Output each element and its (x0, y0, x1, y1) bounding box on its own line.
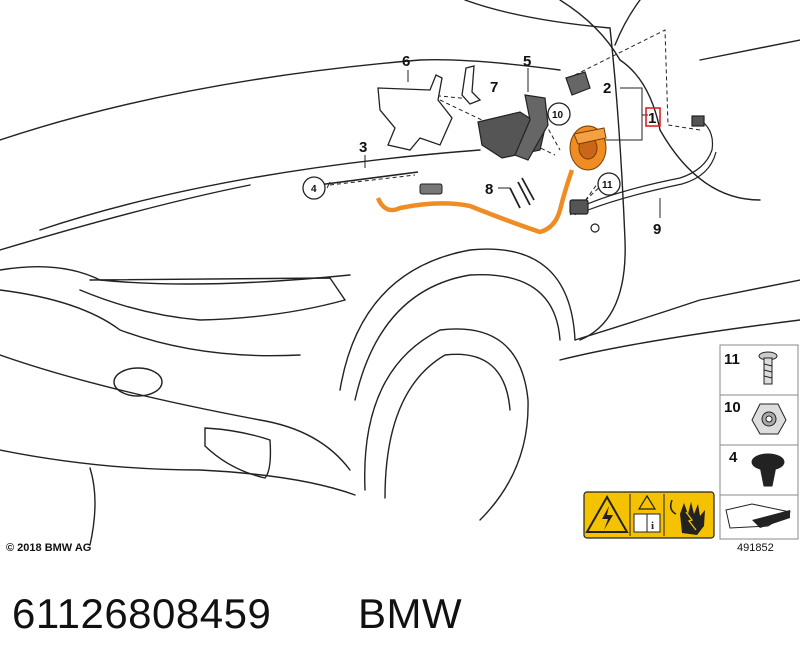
charging-cable (375, 169, 575, 235)
callout-11: 11 (602, 180, 613, 191)
callout-5: 5 (523, 53, 531, 70)
bracket-5 (514, 94, 549, 161)
legend-label-4: 4 (729, 449, 738, 466)
bracket-parts (317, 65, 535, 209)
bracket-7 (461, 65, 482, 105)
callout-6: 6 (402, 53, 410, 70)
callout-9: 9 (653, 221, 661, 238)
callout-1-highlight-box (645, 107, 661, 127)
read-manual-icon: i (633, 494, 661, 533)
rod-3 (317, 171, 419, 186)
car-body-outline (0, 0, 800, 546)
legend-label-10: 10 (724, 399, 741, 416)
legend-label-11: 11 (724, 351, 740, 368)
callout-labels: 6 7 5 2 1 3 8 9 4 10 11 (302, 53, 661, 238)
bracket-6 (377, 74, 453, 151)
hands-off-icon (669, 499, 705, 535)
callout-3: 3 (359, 139, 367, 156)
charging-socket-assembly (375, 125, 607, 235)
callout-10: 10 (552, 110, 564, 121)
brand-name: BMW (358, 590, 463, 637)
callout-11-circle (597, 172, 621, 196)
svg-text:i: i (651, 520, 654, 532)
wiring-harness-9 (569, 115, 717, 233)
high-voltage-warning-icon (585, 494, 629, 533)
callout-2: 2 (603, 80, 611, 97)
callout-1: 1 (648, 110, 656, 127)
charge-flap-module (477, 71, 591, 161)
connector-2 (565, 71, 591, 96)
part-number: 61126808459 (12, 590, 272, 637)
callout-4-circle (302, 176, 326, 200)
diagram-id: 491852 (737, 542, 774, 554)
high-voltage-warning-label: i (583, 491, 715, 539)
nut-icon (751, 403, 787, 435)
solid-leaders (326, 68, 661, 218)
arrow-pictogram (725, 503, 792, 529)
callout-8: 8 (485, 181, 493, 198)
copyright-notice: © 2018 BMW AG (6, 542, 92, 554)
callout-4: 4 (311, 184, 317, 195)
expanding-rivet-icon (751, 453, 785, 487)
screw-icon (758, 351, 778, 385)
callout-10-circle (547, 102, 571, 126)
callout-7: 7 (490, 79, 498, 96)
fastener-legend: 11 10 4 (719, 344, 799, 540)
clip-8 (509, 177, 535, 209)
